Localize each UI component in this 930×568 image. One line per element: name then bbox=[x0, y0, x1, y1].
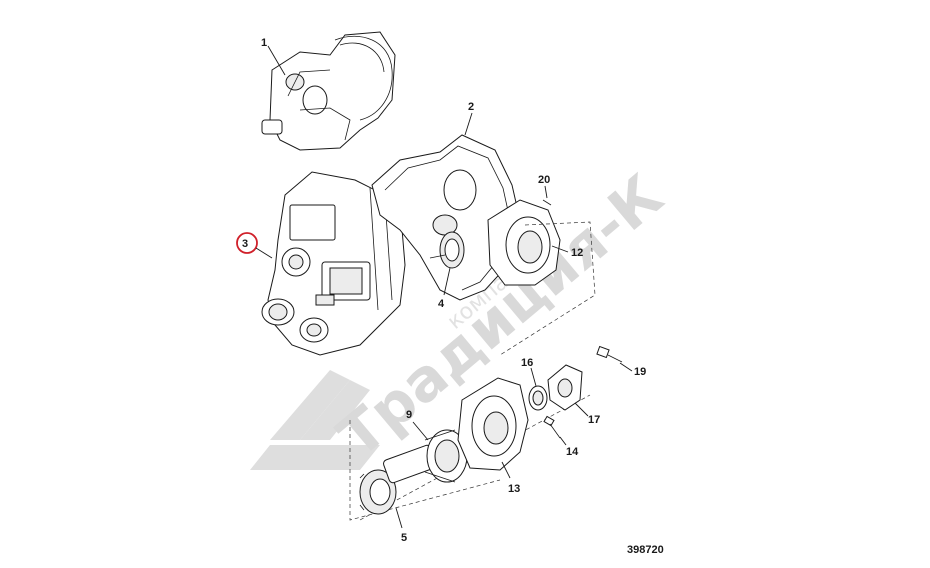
leader-14 bbox=[559, 436, 567, 446]
leader-13 bbox=[501, 461, 511, 479]
part-4-gear bbox=[429, 231, 465, 269]
leader-12 bbox=[551, 245, 569, 253]
assembly-outline bbox=[349, 221, 596, 521]
leader-1 bbox=[267, 45, 286, 76]
callout-4: 4 bbox=[438, 298, 445, 310]
leader-9 bbox=[412, 421, 429, 441]
highlight-ring bbox=[236, 232, 258, 254]
callout-9: 9 bbox=[406, 409, 412, 421]
callout-3: 3 bbox=[242, 238, 248, 250]
leader-3 bbox=[255, 247, 273, 259]
callout-2: 2 bbox=[468, 101, 474, 113]
part-17-yoke bbox=[547, 364, 583, 411]
part-20-pin bbox=[542, 199, 552, 206]
callout-14: 14 bbox=[566, 446, 579, 458]
part-19-bolt bbox=[596, 345, 623, 363]
centre-line bbox=[359, 394, 591, 521]
part-9-drum bbox=[383, 429, 468, 484]
part-3-housing bbox=[261, 171, 406, 356]
part-14-bolt bbox=[543, 415, 561, 439]
callout-20: 20 bbox=[538, 174, 550, 186]
leader-20 bbox=[544, 185, 548, 199]
leader-19 bbox=[619, 362, 633, 372]
part-12-bell-housing bbox=[487, 199, 561, 286]
part-16-seal bbox=[528, 385, 548, 411]
figure-number: 398720 bbox=[627, 544, 664, 556]
part-2-cover bbox=[371, 134, 521, 301]
callout-12: 12 bbox=[571, 247, 583, 259]
callout-13: 13 bbox=[508, 483, 520, 495]
leader-2 bbox=[464, 112, 473, 136]
part-1-assembly bbox=[261, 31, 396, 151]
leader-17 bbox=[574, 402, 589, 417]
leader-4 bbox=[443, 267, 451, 296]
callout-16: 16 bbox=[521, 357, 533, 369]
callout-5: 5 bbox=[401, 532, 407, 544]
callout-1: 1 bbox=[261, 37, 267, 49]
part-13-flange bbox=[457, 377, 529, 471]
callout-17: 17 bbox=[588, 414, 600, 426]
leader-5 bbox=[395, 507, 403, 529]
watermark-logo-icon bbox=[250, 370, 380, 470]
callout-19: 19 bbox=[634, 366, 646, 378]
leader-16 bbox=[530, 367, 537, 387]
